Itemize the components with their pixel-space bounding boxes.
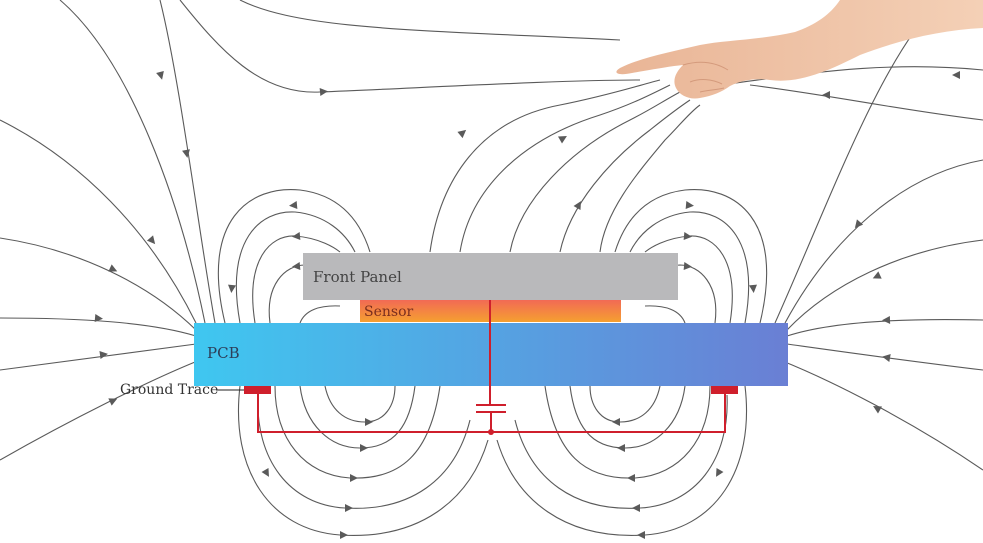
field-line [589, 385, 661, 423]
arrow-icon [228, 284, 236, 293]
arrow-icon [952, 71, 960, 79]
field-line [299, 305, 341, 324]
field-line [514, 394, 728, 509]
arrow-icon [873, 406, 882, 414]
arrow-icon [573, 201, 581, 210]
arrow-icon [457, 129, 467, 139]
arrow-icon [289, 201, 298, 209]
ground-trace-pad-left [244, 386, 271, 394]
pointing-hand-icon [616, 0, 983, 99]
field-line [257, 394, 471, 509]
field-line [559, 99, 691, 253]
arrow-icon [340, 531, 348, 539]
field-line [786, 343, 983, 371]
junction-dot [488, 429, 494, 435]
field-line [0, 359, 201, 461]
arrow-icon [558, 136, 567, 144]
arrow-icon [345, 504, 353, 512]
field-line [614, 188, 768, 324]
field-line [179, 0, 641, 93]
ground-trace-pad-right [711, 386, 738, 394]
arrow-icon [716, 468, 724, 477]
field-line [569, 385, 686, 449]
arrow-icon [685, 201, 694, 209]
arrow-icon [854, 219, 864, 229]
field-line [749, 84, 983, 121]
arrow-icon [882, 316, 891, 324]
arrow-icon [108, 264, 118, 272]
field-line [238, 385, 489, 536]
ground-trace-label: Ground Trace [120, 382, 218, 398]
arrow-icon [882, 354, 891, 362]
arrow-icon [360, 444, 368, 452]
arrow-icon [822, 91, 830, 99]
field-line [509, 91, 681, 253]
field-line [235, 211, 356, 324]
front-panel [303, 253, 678, 300]
arrow-icon [617, 444, 625, 452]
field-line [0, 119, 197, 324]
field-line [324, 385, 396, 423]
arrow-icon [683, 262, 692, 270]
field-line [159, 0, 216, 324]
pcb-label: PCB [207, 344, 240, 362]
field-line [629, 211, 750, 324]
arrow-icon [612, 418, 620, 426]
arrow-icon [156, 70, 164, 80]
arrow-icon [146, 235, 156, 245]
arrow-icon [872, 271, 882, 279]
field-line [644, 305, 686, 324]
arrow-icon [350, 474, 358, 482]
field-line [496, 385, 747, 536]
field-line [0, 343, 197, 371]
arrow-icon [94, 314, 103, 322]
arrow-icon [365, 418, 373, 426]
field-line [644, 235, 733, 324]
arrow-icon [99, 351, 108, 359]
arrow-icon [292, 262, 301, 270]
field-line [786, 318, 983, 337]
field-line [599, 104, 701, 253]
field-line [786, 239, 983, 331]
arrow-icon [261, 468, 269, 477]
field-line [59, 0, 206, 324]
arrow-icon [632, 504, 640, 512]
field-line [429, 79, 661, 253]
arrow-icon [637, 531, 645, 539]
field-line [252, 235, 341, 324]
arrow-icon [292, 232, 301, 240]
field-line [0, 237, 197, 331]
field-line [0, 317, 197, 337]
arrow-icon [108, 398, 118, 406]
sensor-label: Sensor [364, 304, 414, 320]
field-line [459, 84, 671, 253]
field-line [299, 385, 416, 449]
field-line [239, 0, 621, 41]
arrow-icon [627, 474, 635, 482]
arrow-icon [749, 284, 757, 293]
field-line [719, 66, 983, 86]
field-line [784, 159, 983, 324]
arrow-icon [683, 232, 692, 240]
arrow-icon [319, 88, 328, 96]
field-line [217, 188, 371, 324]
arrow-icon [182, 149, 190, 158]
front-panel-label: Front Panel [313, 268, 402, 286]
field-line [779, 359, 983, 471]
